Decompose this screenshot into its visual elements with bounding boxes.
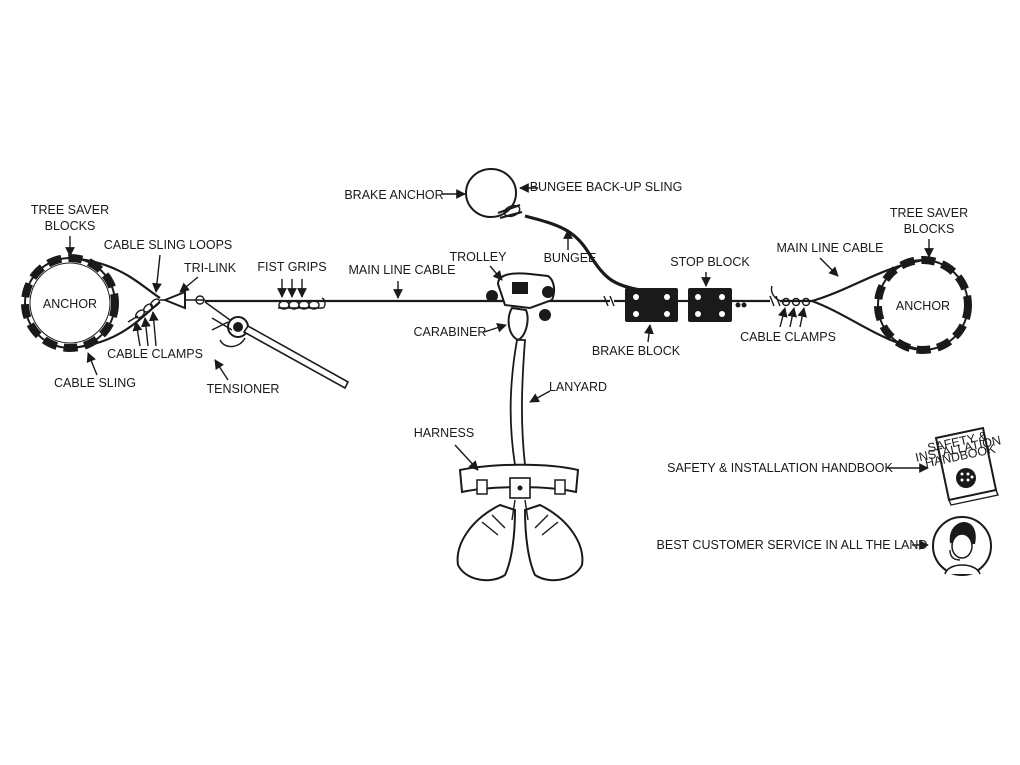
svg-text:TREE SAVER: TREE SAVER [31, 203, 109, 217]
label-tree-saver-blocks-right: TREE SAVER BLOCKS [890, 206, 968, 258]
label-fist-grips: FIST GRIPS [257, 260, 327, 298]
fist-grips [278, 297, 326, 310]
svg-text:BUNGEE BACK-UP SLING: BUNGEE BACK-UP SLING [530, 180, 683, 194]
tri-link [162, 290, 205, 310]
harness [456, 463, 584, 582]
brake-anchor [465, 168, 523, 220]
label-bungee-backup-sling: BUNGEE BACK-UP SLING [519, 180, 683, 194]
label-trolley: TROLLEY [450, 250, 508, 281]
svg-text:TROLLEY: TROLLEY [450, 250, 508, 264]
svg-text:MAIN LINE CABLE: MAIN LINE CABLE [777, 241, 884, 255]
label-harness: HARNESS [414, 426, 479, 471]
left-anchor: ANCHOR [21, 254, 119, 352]
label-customer-service: BEST CUSTOMER SERVICE IN ALL THE LAND [657, 538, 929, 552]
cable-sling-right-top [811, 258, 924, 303]
label-tri-link: TRI-LINK [179, 261, 237, 293]
cable-clamps-left [127, 298, 160, 323]
label-tensioner: TENSIONER [207, 359, 280, 396]
trolley [486, 272, 556, 321]
svg-text:STOP BLOCK: STOP BLOCK [670, 255, 750, 269]
svg-text:CARABINER: CARABINER [414, 325, 487, 339]
cable-sling-right-bottom [811, 299, 924, 352]
bungee-cord [524, 214, 641, 292]
label-cable-sling: CABLE SLING [54, 352, 136, 390]
svg-text:CABLE SLING LOOPS: CABLE SLING LOOPS [104, 238, 233, 252]
label-brake-anchor: BRAKE ANCHOR [344, 188, 466, 202]
tensioner [204, 301, 350, 390]
cable-sling-left-top [69, 256, 161, 299]
svg-text:CABLE CLAMPS: CABLE CLAMPS [107, 347, 203, 361]
svg-text:BLOCKS: BLOCKS [45, 219, 96, 233]
right-anchor: ANCHOR [874, 256, 972, 354]
label-cable-clamps-left: CABLE CLAMPS [107, 311, 203, 361]
svg-text:TENSIONER: TENSIONER [207, 382, 280, 396]
svg-text:BEST CUSTOMER SERVICE IN ALL T: BEST CUSTOMER SERVICE IN ALL THE LAND [657, 538, 928, 552]
label-lanyard: LANYARD [529, 380, 607, 403]
label-main-line-cable-right: MAIN LINE CABLE [777, 241, 884, 277]
customer-service-icon [932, 516, 992, 576]
anchor-left-label: ANCHOR [43, 297, 97, 311]
svg-text:CABLE SLING: CABLE SLING [54, 376, 136, 390]
brake-block [625, 288, 678, 322]
label-main-line-cable-left: MAIN LINE CABLE [349, 263, 456, 299]
label-safety-handbook: SAFETY & INSTALLATION HANDBOOK [667, 461, 929, 475]
label-bungee: BUNGEE [544, 229, 597, 265]
label-cable-sling-loops: CABLE SLING LOOPS [104, 238, 233, 293]
cable-clamps-right [770, 285, 811, 307]
svg-text:BLOCKS: BLOCKS [904, 222, 955, 236]
label-brake-block: BRAKE BLOCK [592, 324, 681, 358]
svg-text:HARNESS: HARNESS [414, 426, 474, 440]
svg-text:FIST GRIPS: FIST GRIPS [257, 260, 326, 274]
lanyard [509, 339, 527, 466]
svg-text:MAIN LINE CABLE: MAIN LINE CABLE [349, 263, 456, 277]
label-cable-clamps-right: CABLE CLAMPS [740, 307, 836, 344]
carabiner [507, 306, 529, 342]
label-carabiner: CARABINER [414, 323, 507, 339]
svg-text:LANYARD: LANYARD [549, 380, 607, 394]
svg-text:TRI-LINK: TRI-LINK [184, 261, 237, 275]
svg-text:BRAKE ANCHOR: BRAKE ANCHOR [344, 188, 443, 202]
anchor-right-label: ANCHOR [896, 299, 950, 313]
svg-text:SAFETY & INSTALLATION HANDBOOK: SAFETY & INSTALLATION HANDBOOK [667, 461, 893, 475]
label-stop-block: STOP BLOCK [670, 255, 750, 287]
label-tree-saver-blocks-left: TREE SAVER BLOCKS [31, 203, 109, 257]
handbook-icon: SAFETY & INSTALLATION HANDBOOK [914, 426, 1002, 506]
svg-text:TREE SAVER: TREE SAVER [890, 206, 968, 220]
svg-text:BRAKE BLOCK: BRAKE BLOCK [592, 344, 681, 358]
stop-block [688, 288, 747, 322]
svg-text:CABLE CLAMPS: CABLE CLAMPS [740, 330, 836, 344]
svg-text:BUNGEE: BUNGEE [544, 251, 597, 265]
